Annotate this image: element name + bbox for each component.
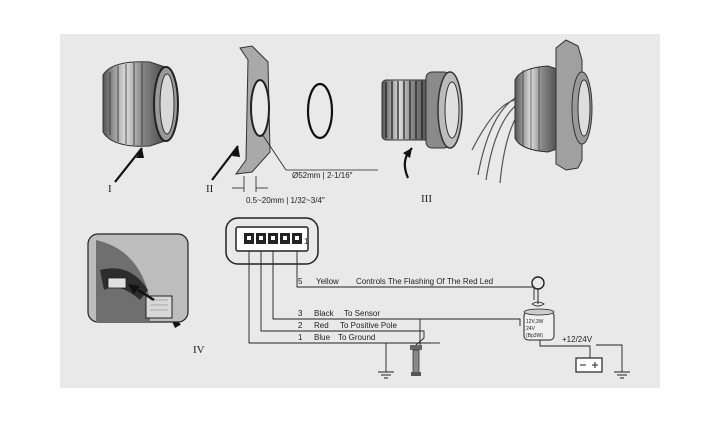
knurled-nut-part [102, 61, 179, 147]
threaded-housing-part [381, 71, 463, 149]
switch-rating-1: 12V,3W [526, 319, 544, 325]
wire1-description: To Ground [338, 333, 375, 342]
wire2-number: 2 [298, 321, 303, 330]
part-iii-label: III [421, 193, 432, 205]
wire2-description: To Positive Pole [340, 321, 397, 330]
inset-photo [87, 233, 189, 323]
dimension-lines [232, 133, 378, 192]
switch-rating-2: 24V [526, 326, 536, 332]
sensor-probe [410, 345, 422, 376]
switch-rating-3: (Bp3W) [526, 333, 543, 339]
assembled-unit [471, 39, 593, 184]
wire3-description: To Sensor [344, 309, 380, 318]
panel-cross-section [234, 45, 271, 175]
wire3-number: 3 [298, 309, 303, 318]
watermark-text: Avito [636, 386, 694, 410]
indicator-lamp [531, 276, 545, 307]
ground-symbol-right [614, 371, 630, 379]
wire5-number: 5 [298, 277, 303, 286]
connector-block [225, 217, 319, 265]
switch-module [523, 308, 555, 341]
wiring-lines [248, 251, 623, 372]
avito-watermark: Avito [611, 386, 694, 410]
wire1-number: 1 [298, 333, 303, 342]
wire2-color: Red [314, 321, 329, 330]
supply-voltage: +12/24V [562, 335, 593, 344]
thickness-dimension: 0.5~20mm | 1/32~3/4″ [246, 196, 325, 205]
ground-symbol [378, 371, 394, 379]
battery-icon [575, 357, 603, 373]
part-iv-label: IV [193, 344, 205, 356]
wire5-color: Yellow [316, 277, 339, 286]
wire3-color: Black [314, 309, 335, 318]
o-ring [306, 82, 334, 140]
connector-pin-1: 1 [304, 237, 309, 246]
wire5-description: Controls The Flashing Of The Red Led [356, 277, 493, 286]
wire1-color: Blue [314, 333, 331, 342]
diameter-dimension: Ø52mm | 2-1/16″ [292, 171, 353, 180]
part-i-label: I [108, 183, 112, 195]
part-ii-label: II [206, 183, 214, 195]
